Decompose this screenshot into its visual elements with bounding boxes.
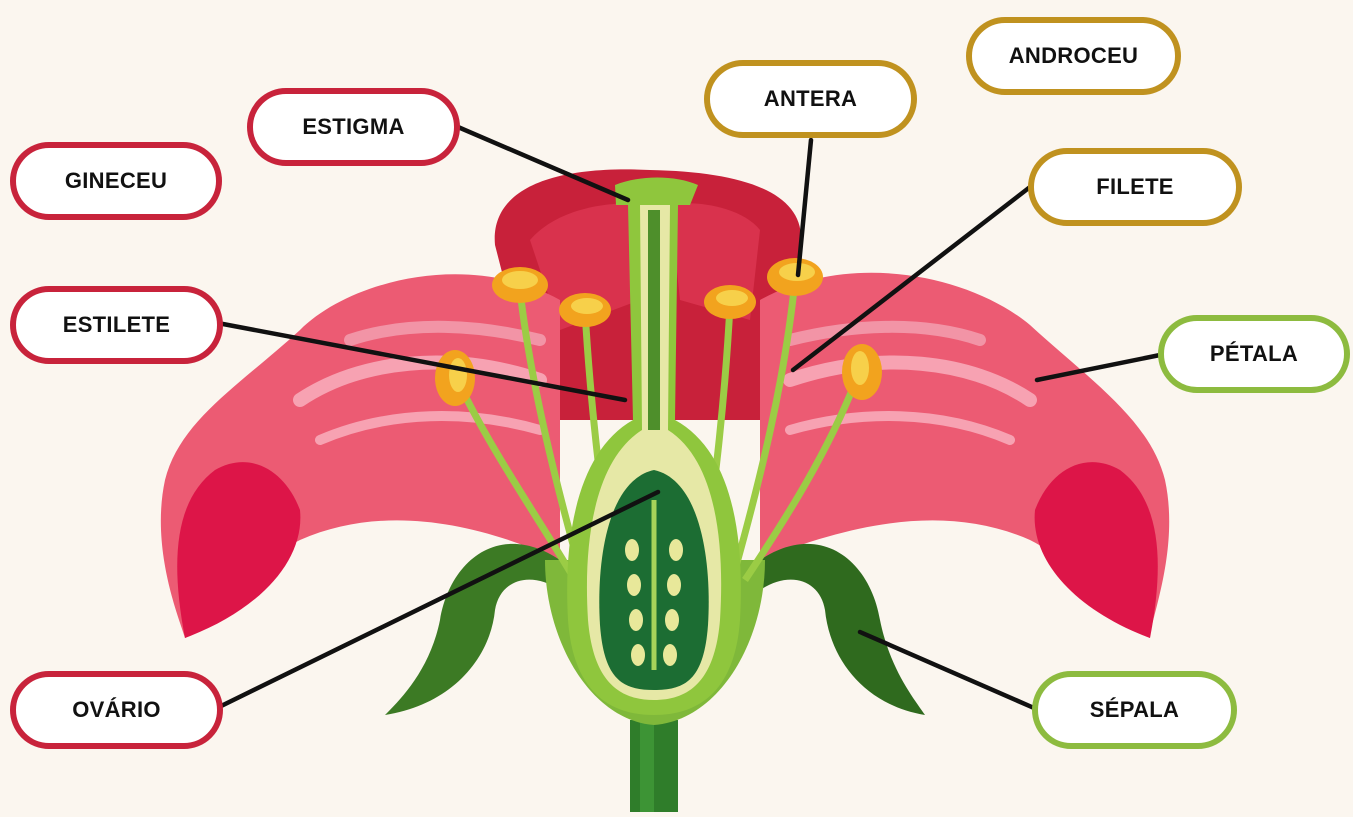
left-sepal (385, 544, 560, 715)
sepala-label: SÉPALA (1032, 671, 1237, 749)
ovario-label: OVÁRIO (10, 671, 223, 749)
filete-label: FILETE (1028, 148, 1242, 226)
androceu-label: ANDROCEU (966, 17, 1181, 95)
antera-label: ANTERA (704, 60, 917, 138)
petala-label: PÉTALA (1158, 315, 1350, 393)
right-sepal (760, 544, 925, 715)
estilete-label: ESTILETE (10, 286, 223, 364)
antera-leader-line (798, 140, 811, 275)
estigma-label: ESTIGMA (247, 88, 460, 166)
gineceu-label: GINECEU (10, 142, 222, 220)
